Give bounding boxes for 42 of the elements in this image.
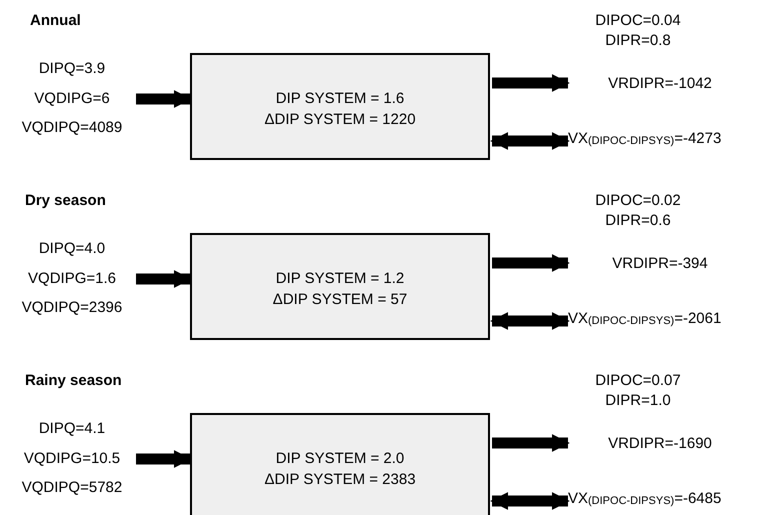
value-text: VQDIPG=1.6 bbox=[28, 270, 116, 288]
value-text: VQDIPG=6 bbox=[34, 90, 110, 108]
arrow bbox=[492, 74, 570, 92]
value-text: DIPR=1.0 bbox=[605, 392, 671, 410]
value-text: VQDIPQ=5782 bbox=[22, 479, 122, 497]
section-title: Rainy season bbox=[25, 372, 122, 389]
value-text: DIPOC=0.04 bbox=[595, 12, 681, 30]
value-text: DIPR=0.8 bbox=[605, 32, 671, 50]
value-text: DIP SYSTEM = 1.6 bbox=[274, 90, 406, 108]
value-text: VX$_{(DIPOC-DIPSYS)}$=-6485 bbox=[568, 490, 722, 509]
arrow bbox=[136, 90, 192, 108]
arrow bbox=[492, 254, 570, 272]
section-title: Annual bbox=[30, 12, 81, 29]
value-text: VRDIPR=-394 bbox=[612, 255, 708, 273]
value-text: ΔDIP SYSTEM = 57 bbox=[272, 291, 408, 309]
value-text: VRDIPR=-1042 bbox=[608, 75, 712, 93]
double-arrow bbox=[490, 492, 570, 510]
value-text: VQDIPG=10.5 bbox=[24, 450, 120, 468]
value-text: DIP SYSTEM = 2.0 bbox=[274, 450, 406, 468]
value-text: DIPQ=4.1 bbox=[38, 420, 106, 438]
system-box bbox=[190, 233, 490, 340]
value-text: DIP SYSTEM = 1.2 bbox=[274, 270, 406, 288]
value-text: DIPOC=0.02 bbox=[595, 192, 681, 210]
arrow bbox=[492, 434, 570, 452]
arrow bbox=[136, 450, 192, 468]
value-text: VX$_{(DIPOC-DIPSYS)}$=-2061 bbox=[568, 310, 722, 329]
value-text: VX$_{(DIPOC-DIPSYS)}$=-4273 bbox=[568, 130, 722, 149]
value-text: DIPR=0.6 bbox=[605, 212, 671, 230]
value-text: DIPQ=4.0 bbox=[38, 240, 106, 258]
section-title: Dry season bbox=[25, 192, 106, 209]
value-text: VQDIPQ=2396 bbox=[22, 299, 122, 317]
value-text: ΔDIP SYSTEM = 1220 bbox=[263, 111, 417, 129]
arrow bbox=[136, 270, 192, 288]
value-text: VQDIPQ=4089 bbox=[22, 119, 122, 137]
system-box bbox=[190, 53, 490, 160]
system-box bbox=[190, 413, 490, 515]
value-text: DIPOC=0.07 bbox=[595, 372, 681, 390]
double-arrow bbox=[490, 312, 570, 330]
value-text: DIPQ=3.9 bbox=[38, 60, 106, 78]
value-text: VRDIPR=-1690 bbox=[608, 435, 712, 453]
value-text: ΔDIP SYSTEM = 2383 bbox=[263, 471, 417, 489]
double-arrow bbox=[490, 132, 570, 150]
